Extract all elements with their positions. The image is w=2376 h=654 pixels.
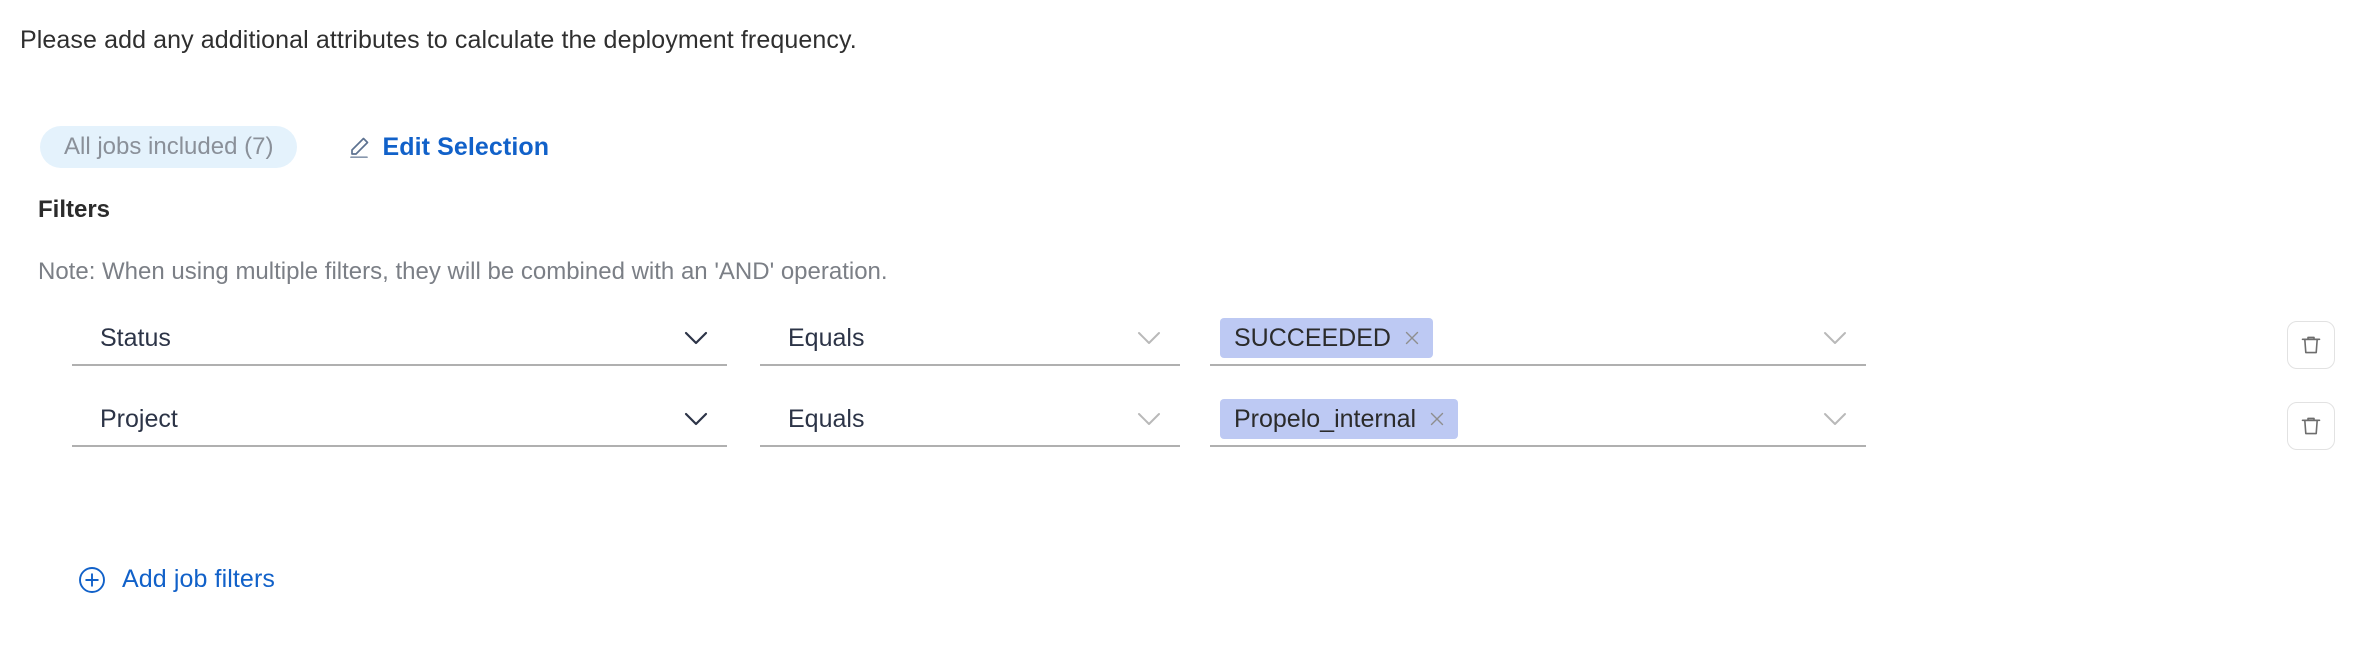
selection-summary-row: All jobs included (7) Edit Selection (40, 126, 549, 168)
filters-heading: Filters (38, 196, 111, 223)
plus-circle-icon (78, 566, 106, 594)
filter-attribute-value: Status (100, 323, 171, 352)
filter-operator-select[interactable]: Equals (760, 393, 1180, 447)
page-instruction: Please add any additional attributes to … (20, 26, 857, 54)
chevron-down-icon (1136, 411, 1162, 427)
filter-value-select[interactable]: Propelo_internal (1210, 393, 1866, 447)
delete-filter-button[interactable] (2287, 402, 2335, 450)
filter-attribute-select[interactable]: Project (72, 393, 727, 447)
filter-operator-value: Equals (788, 323, 865, 352)
filter-value-select[interactable]: SUCCEEDED (1210, 312, 1866, 366)
chevron-down-icon (1136, 330, 1162, 346)
trash-icon (2299, 414, 2323, 438)
filter-row: Project Equals Propelo_internal (0, 393, 2376, 453)
filter-row: Status Equals SUCCEEDED (0, 312, 2376, 372)
chevron-down-icon (1822, 411, 1848, 427)
delete-filter-button[interactable] (2287, 321, 2335, 369)
jobs-included-badge: All jobs included (7) (40, 126, 298, 168)
filter-value-chip[interactable]: SUCCEEDED (1220, 318, 1433, 358)
filter-attribute-select[interactable]: Status (72, 312, 727, 366)
chevron-down-icon (683, 330, 709, 346)
chevron-down-icon (1822, 330, 1848, 346)
filter-value-chip[interactable]: Propelo_internal (1220, 399, 1459, 439)
filter-value-chip-label: Propelo_internal (1234, 404, 1417, 433)
edit-selection-label: Edit Selection (382, 132, 550, 161)
add-job-filters-label: Add job filters (122, 565, 275, 593)
filters-note: Note: When using multiple filters, they … (38, 258, 888, 285)
close-icon[interactable] (1403, 329, 1421, 347)
filter-operator-select[interactable]: Equals (760, 312, 1180, 366)
add-job-filters-button[interactable]: Add job filters (78, 565, 275, 594)
close-icon[interactable] (1428, 410, 1446, 428)
pencil-icon (347, 135, 371, 159)
filter-operator-value: Equals (788, 404, 865, 433)
chevron-down-icon (683, 411, 709, 427)
filter-attribute-value: Project (100, 404, 178, 433)
filter-value-chip-label: SUCCEEDED (1234, 323, 1391, 352)
trash-icon (2299, 333, 2323, 357)
edit-selection-button[interactable]: Edit Selection (347, 133, 549, 162)
